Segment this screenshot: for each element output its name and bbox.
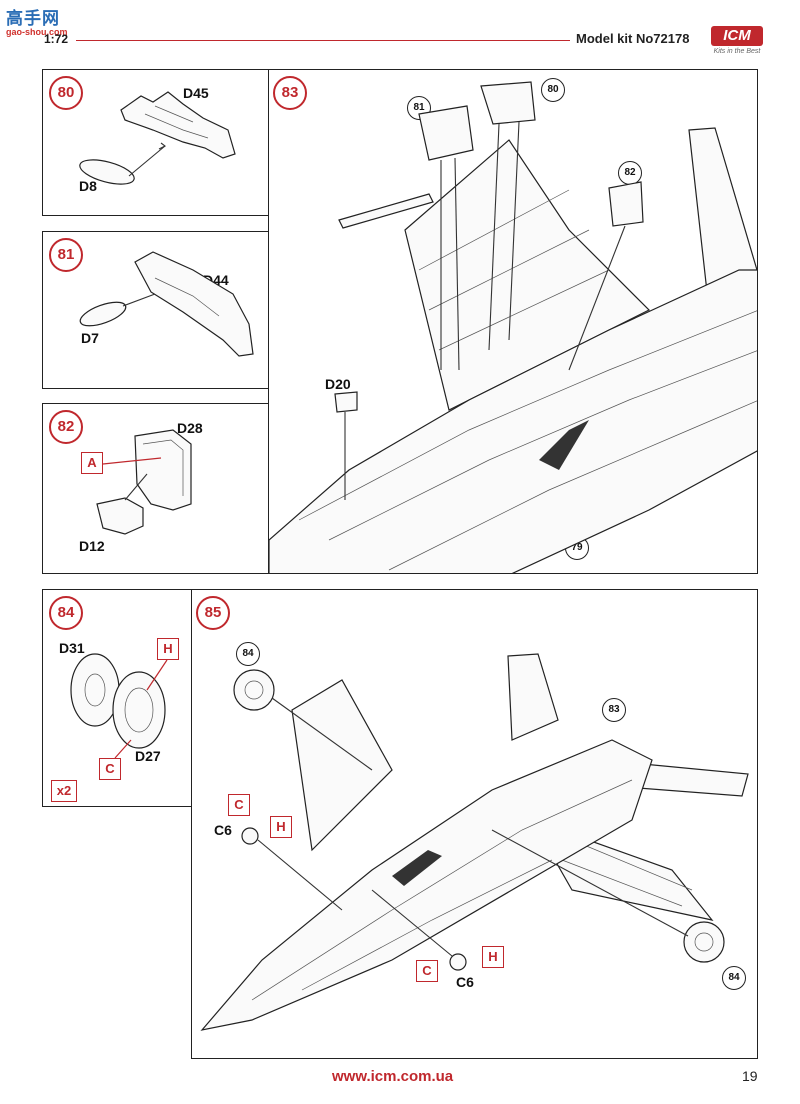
step-82-drawing [96,429,192,535]
step-84-panel: 84 D31 D27 H C x2 [42,589,192,807]
header-rule [76,40,570,41]
step-85-drawing [200,653,749,1031]
part-c6-label-right: C6 [456,974,474,990]
icm-logo-tagline: Kits in the Best [713,48,761,55]
icm-logo-mark: ICM [711,26,763,46]
step-81-drawing [79,251,254,357]
watermark-subtext: gao-shou.com [6,27,68,37]
ref-80: 80 [541,78,565,102]
callout-h: H [157,638,179,660]
callout-h-right: H [482,946,504,968]
ref-84-top: 84 [236,642,260,666]
step-80-number: 80 [49,76,83,110]
model-kit-label: Model kit No72178 [576,31,690,46]
step-82-number: 82 [49,410,83,444]
icm-logo: ICM Kits in the Best [705,26,769,60]
page-number: 19 [742,1068,758,1084]
step-81-panel: 81 D44 D7 [42,231,298,389]
step-84-number: 84 [49,596,83,630]
ref-83: 83 [602,698,626,722]
callout-a: A [81,452,103,474]
step-81-number: 81 [49,238,83,272]
ref-84-bottom: 84 [722,966,746,990]
part-d27-label: D27 [135,748,161,764]
part-d45-label: D45 [183,85,209,101]
footer-url[interactable]: www.icm.com.ua [332,1068,454,1085]
part-d31-label: D31 [59,640,85,656]
step-82-panel: 82 D28 D12 A [42,403,269,574]
callout-c-left: C [228,794,250,816]
step-80-drawing [79,91,236,185]
watermark-text: 高手网 [6,9,60,28]
quantity-x2: x2 [51,780,77,802]
step-84-drawing [70,653,168,759]
part-d12-label: D12 [79,538,105,554]
watermark-logo: 高手网 gao-shou.com [6,4,68,37]
part-d28-label: D28 [177,420,203,436]
step-83-panel: 83 81 80 82 79 D20 [268,69,758,574]
part-d8-label: D8 [79,178,97,194]
step-80-panel: 80 D45 D8 [42,69,269,216]
part-d7-label: D7 [81,330,99,346]
callout-h-left: H [270,816,292,838]
scale-label: 1:72 [44,32,69,46]
part-d20-label: D20 [325,376,351,392]
step-83-number: 83 [273,76,307,110]
callout-c-right: C [416,960,438,982]
callout-c: C [99,758,121,780]
part-c6-label-left: C6 [214,822,232,838]
step-85-number: 85 [196,596,230,630]
step-85-panel: 85 84 83 84 C6 C6 C H C H [191,589,758,1059]
step-83-drawing [269,81,757,573]
